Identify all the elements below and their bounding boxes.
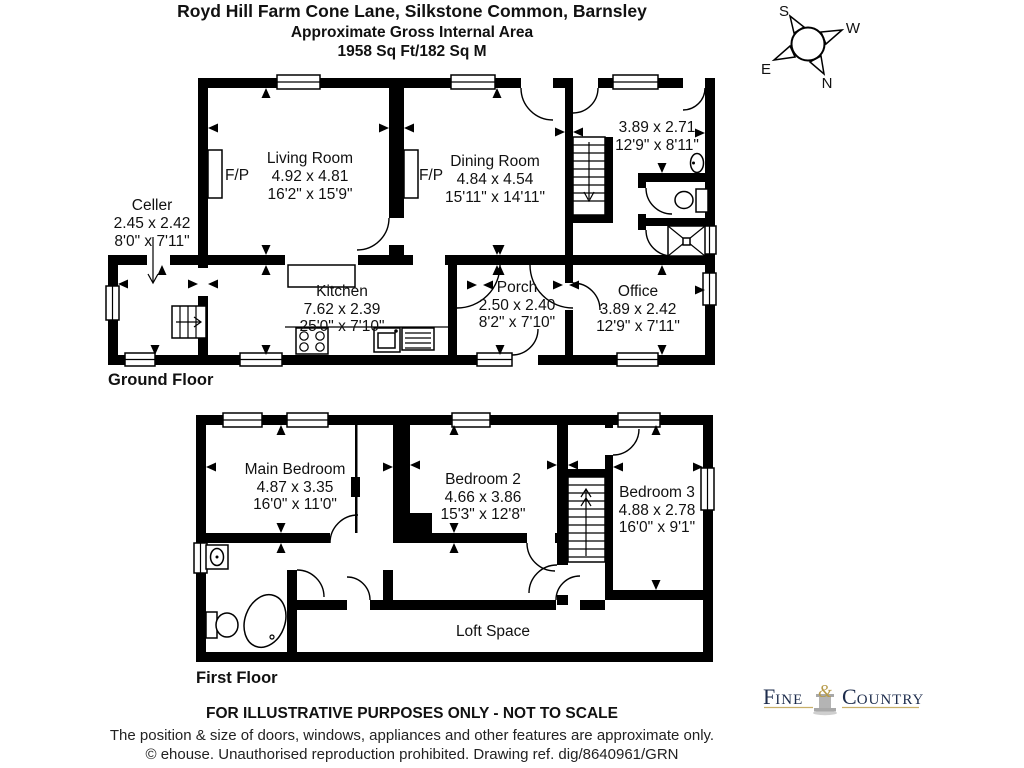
room-dims-imperial: 15'3" x 12'8"	[440, 506, 525, 523]
first-floor-door-arcs	[296, 428, 640, 601]
ff-bedroom2-label: Bedroom 2 4.66 x 3.86 15'3" x 12'8"	[440, 471, 525, 523]
logo-country-rest: OUNTRY	[857, 692, 925, 708]
fp-label-living: F/P	[225, 167, 249, 184]
gf-kitchen-label: Kitchen 7.62 x 2.39 25'0" x 7'10"	[299, 283, 384, 335]
first-floor-label: First Floor	[196, 669, 278, 687]
bathtub-icon	[243, 593, 287, 649]
fine-and-country-logo: & FINE COUNTRY	[763, 681, 924, 716]
room-name: Bedroom 2	[445, 471, 521, 488]
room-dims-metric: 4.88 x 2.78	[619, 502, 696, 519]
kitchen-fixtures	[285, 264, 448, 355]
logo-country: COUNTRY	[842, 684, 924, 709]
gf-celler-label: Celler 2.45 x 2.42 8'0" x 7'11"	[114, 197, 191, 250]
room-dims-metric: 4.84 x 4.54	[457, 171, 534, 188]
room-dims-imperial: 12'9" x 7'11"	[596, 318, 680, 335]
column-icon	[813, 694, 837, 716]
compass-rose-icon: S W E N	[761, 3, 861, 92]
room-name: Office	[618, 283, 658, 300]
room-name: Dining Room	[450, 153, 540, 170]
room-dims-imperial: 16'0" x 11'0"	[253, 496, 337, 513]
compass-south-label: S	[779, 3, 789, 20]
room-dims-metric: 4.87 x 3.35	[257, 479, 334, 496]
footer-copyright: © ehouse. Unauthorised reproduction proh…	[145, 746, 678, 763]
footer-block: FOR ILLUSTRATIVE PURPOSES ONLY - NOT TO …	[110, 705, 714, 763]
cellar-arrow-icon	[147, 237, 159, 285]
toilet-icon	[674, 190, 694, 210]
room-name: Porch	[497, 279, 538, 296]
room-name: Main Bedroom	[245, 461, 346, 478]
ff-bedroom3-label: Bedroom 3 4.88 x 2.78 16'0" x 9'1"	[619, 484, 696, 536]
compass-east-label: E	[761, 61, 771, 78]
title-subline1: Approximate Gross Internal Area	[291, 24, 534, 41]
toilet-tank-icon	[695, 188, 709, 213]
room-dims-metric: 2.50 x 2.40	[479, 297, 556, 314]
compass-north-label: N	[822, 75, 833, 92]
footer-disclaimer: The position & size of doors, windows, a…	[110, 727, 714, 744]
fireplace-dining-icon	[403, 149, 419, 199]
first-floor-plan: Main Bedroom 4.87 x 3.35 16'0" x 11'0" B…	[193, 412, 715, 687]
room-name: Celler	[132, 197, 172, 214]
room-dims-imperial: 8'2" x 7'10"	[479, 314, 555, 331]
room-dims-imperial: 12'9" x 8'11"	[615, 137, 699, 154]
ground-floor-door-arcs	[356, 87, 706, 356]
staircase-down-icon	[572, 136, 606, 216]
gf-porch-label: Porch 2.50 x 2.40 8'2" x 7'10"	[479, 279, 556, 331]
room-dims-metric: 7.62 x 2.39	[304, 301, 381, 318]
room-name: Bedroom 3	[619, 484, 695, 501]
drainer-icon	[401, 327, 435, 351]
first-floor-walls	[196, 415, 713, 662]
gf-office-label: Office 3.89 x 2.42 12'9" x 7'11"	[596, 283, 680, 335]
logo-ampersand: &	[818, 681, 832, 701]
first-floor-windows	[193, 412, 715, 574]
staircase-up-icon	[567, 476, 606, 563]
room-dims-imperial: 25'0" x 7'10"	[299, 318, 384, 335]
basin-icon	[689, 152, 705, 174]
room-dims-imperial: 8'0" x 7'11"	[114, 233, 189, 250]
room-dims-metric: 3.89 x 2.71	[619, 119, 696, 136]
logo-fine-cap: F	[763, 684, 775, 709]
room-dims-imperial: 16'0" x 9'1"	[619, 519, 695, 536]
room-dims-metric: 2.45 x 2.42	[114, 215, 191, 232]
room-name: Living Room	[267, 150, 353, 167]
compass-west-label: W	[846, 20, 861, 37]
logo-country-cap: C	[842, 684, 857, 709]
cellar-steps-icon	[171, 305, 207, 339]
ff-main-bedroom-label: Main Bedroom 4.87 x 3.35 16'0" x 11'0"	[245, 461, 346, 513]
title-subline2: 1958 Sq Ft/182 Sq M	[337, 43, 486, 60]
logo-fine: FINE	[763, 684, 803, 709]
fireplace-living-icon	[207, 149, 223, 199]
ff-loft-space-label: Loft Space	[456, 623, 530, 640]
gf-dining-room-label: Dining Room 4.84 x 4.54 15'11" x 14'11"	[445, 153, 545, 206]
room-dims-imperial: 15'11" x 14'11"	[445, 189, 545, 206]
gf-living-room-label: Living Room 4.92 x 4.81 16'2" x 15'9"	[267, 150, 353, 203]
page-title: Royd Hill Farm Cone Lane, Silkstone Comm…	[177, 1, 647, 21]
fp-label-dining: F/P	[419, 167, 443, 184]
wc-fixtures	[667, 152, 709, 257]
room-dims-metric: 4.92 x 4.81	[272, 168, 349, 185]
toilet-icon	[215, 612, 239, 638]
ground-floor-door-gaps	[512, 78, 705, 365]
ground-floor-label: Ground Floor	[108, 371, 214, 389]
ground-floor-plan: Living Room 4.92 x 4.81 16'2" x 15'9" F/…	[105, 74, 717, 389]
room-name: Kitchen	[316, 283, 368, 300]
gf-hall-label: 3.89 x 2.71 12'9" x 8'11"	[615, 119, 699, 154]
footer-disclaimer-bold: FOR ILLUSTRATIVE PURPOSES ONLY - NOT TO …	[206, 705, 618, 722]
room-dims-metric: 4.66 x 3.86	[445, 489, 522, 506]
bathroom-fixtures	[205, 544, 287, 649]
ground-floor-windows	[105, 74, 717, 367]
room-dims-metric: 3.89 x 2.42	[600, 301, 677, 318]
title-block: Royd Hill Farm Cone Lane, Silkstone Comm…	[177, 1, 647, 60]
room-dims-imperial: 16'2" x 15'9"	[267, 186, 352, 203]
kitchen-unit-icon	[287, 264, 356, 288]
logo-fine-rest: INE	[775, 692, 803, 708]
